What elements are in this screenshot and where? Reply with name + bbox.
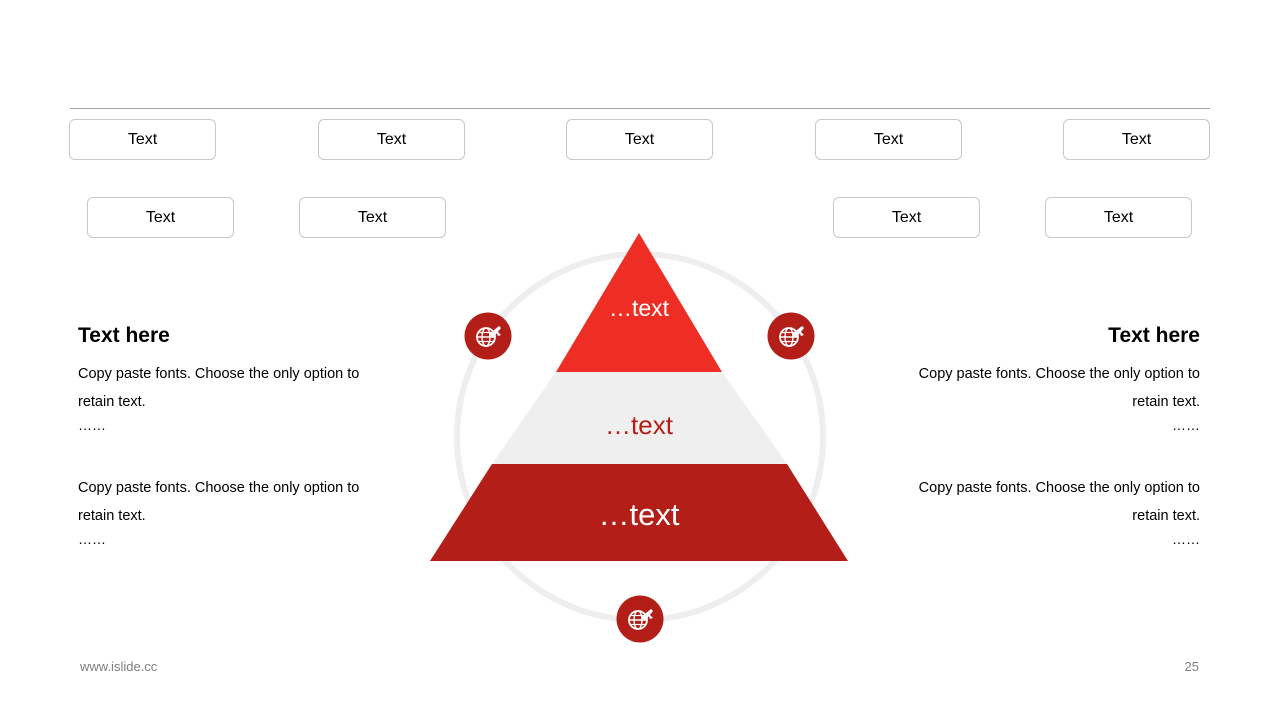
pyramid-top-segment: [556, 233, 722, 372]
right-text-block: Text here Copy paste fonts. Choose the o…: [900, 325, 1200, 546]
top-tag-3: Text: [566, 119, 713, 160]
top-divider: [70, 108, 1210, 109]
pyramid-bottom-segment: [430, 464, 848, 561]
pyramid-middle-segment: [492, 372, 787, 464]
second-tag-2: Text: [299, 197, 446, 238]
top-tag-4: Text: [815, 119, 962, 160]
page-number: 25: [1184, 659, 1199, 674]
left-ellipsis-1: ……: [78, 417, 106, 433]
second-tag-4: Text: [1045, 197, 1192, 238]
right-heading: Text here: [1108, 324, 1200, 347]
left-text-block: Text here Copy paste fonts. Choose the o…: [78, 325, 378, 546]
right-paragraph-1: Copy paste fonts. Choose the only option…: [918, 366, 1200, 410]
pyramid-bottom-label: …text: [599, 497, 680, 532]
second-tag-1: Text: [87, 197, 234, 238]
left-paragraph-2: Copy paste fonts. Choose the only option…: [78, 480, 360, 524]
left-ellipsis-2: ……: [78, 531, 106, 547]
globe-plane-icon: [616, 595, 664, 643]
second-tag-3: Text: [833, 197, 980, 238]
globe-plane-icon: [464, 312, 512, 360]
globe-plane-icon: [767, 312, 815, 360]
top-tag-5: Text: [1063, 119, 1210, 160]
left-paragraph-1: Copy paste fonts. Choose the only option…: [78, 366, 360, 410]
top-tag-1: Text: [69, 119, 216, 160]
pyramid-middle-label: …text: [605, 410, 674, 440]
pyramid-top-label: …text: [609, 295, 670, 321]
top-tag-2: Text: [318, 119, 465, 160]
right-ellipsis-2: ……: [1172, 531, 1200, 547]
footer-url[interactable]: www.islide.cc: [80, 659, 158, 674]
left-heading: Text here: [78, 324, 170, 347]
right-paragraph-2: Copy paste fonts. Choose the only option…: [918, 480, 1200, 524]
right-ellipsis-1: ……: [1172, 417, 1200, 433]
